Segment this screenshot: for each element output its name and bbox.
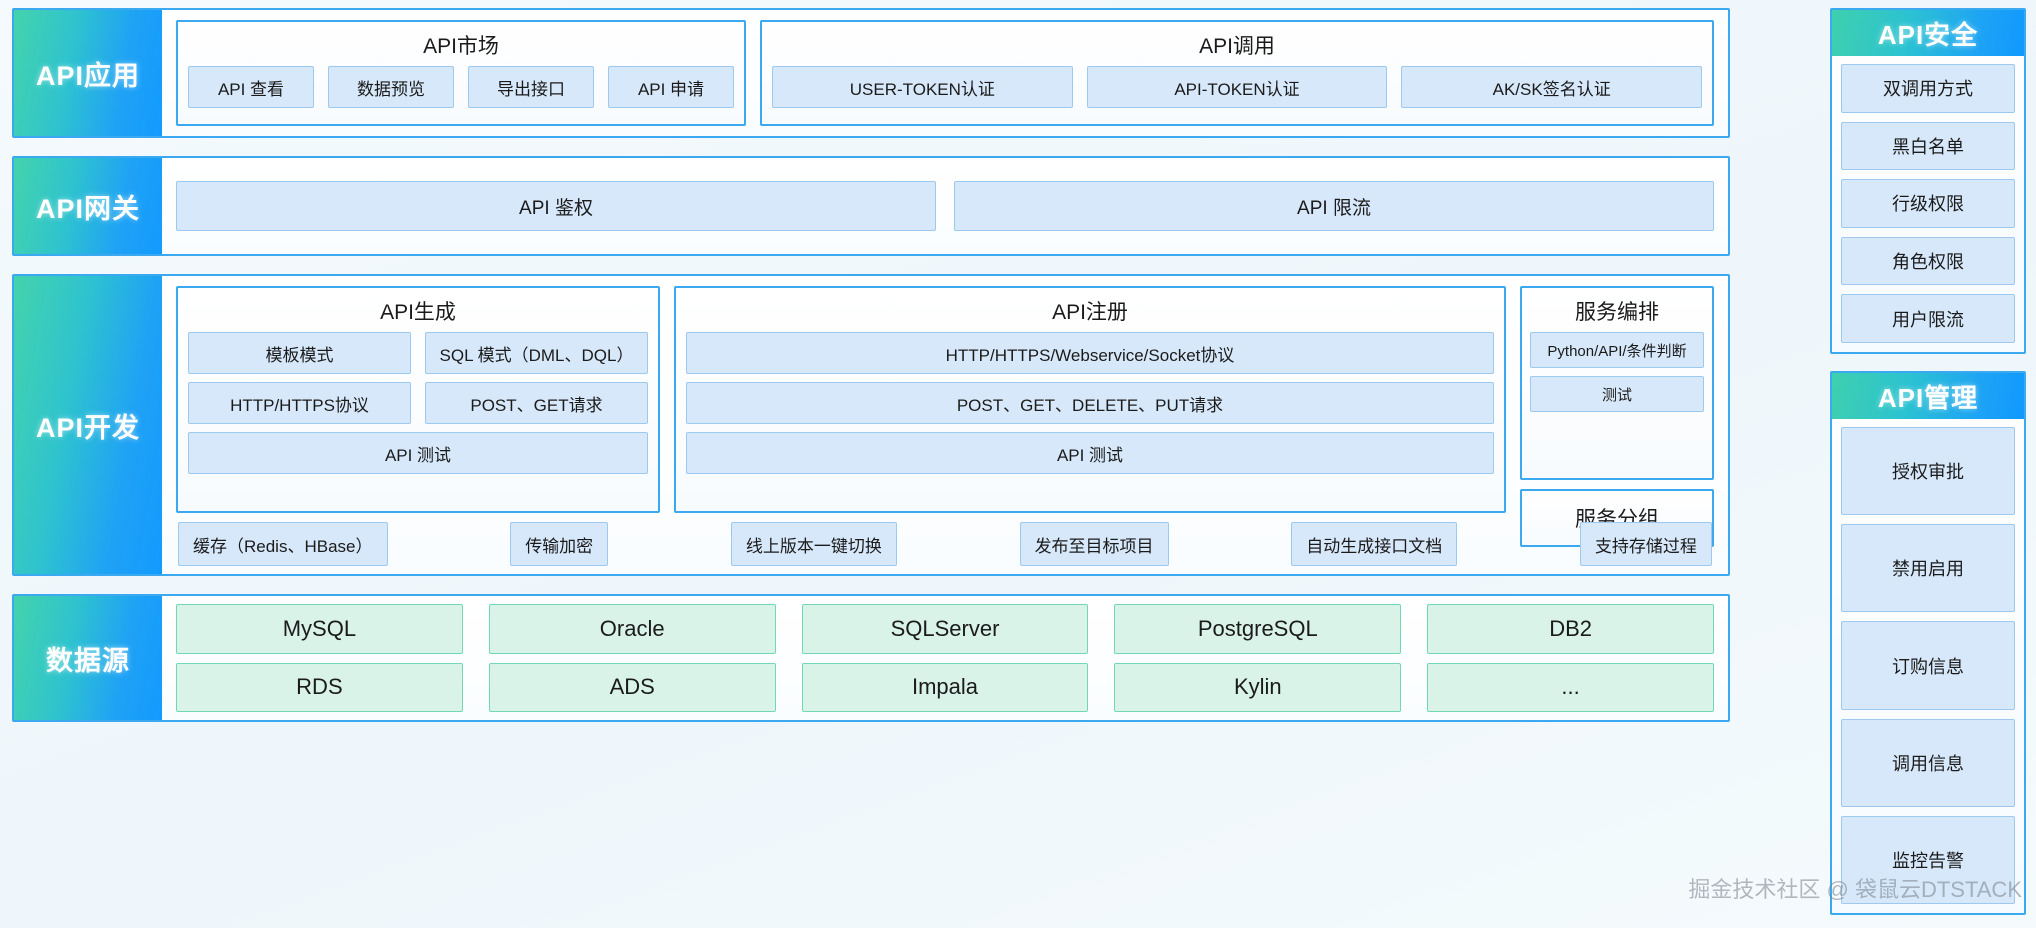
chip-monitor-alert[interactable]: 监控告警 [1841,815,2015,905]
chip-export-api[interactable]: 导出接口 [468,66,594,108]
chip-auto-api-doc[interactable]: 自动生成接口文档 [1291,522,1458,566]
chip-template-mode[interactable]: 模板模式 [188,332,411,374]
chip-user-throttle[interactable]: 用户限流 [1841,294,2015,343]
chip-row-level-permission[interactable]: 行级权限 [1841,179,2015,228]
chip-crud-request[interactable]: POST、GET、DELETE、PUT请求 [686,382,1494,424]
chip-http-https-protocol[interactable]: HTTP/HTTPS协议 [188,382,411,424]
chip-authorization-approval[interactable]: 授权审批 [1841,427,2015,516]
layer-api-gateway: API网关 API 鉴权 API 限流 [12,156,1730,256]
group-api-market: API市场 API 查看 数据预览 导出接口 API 申请 [176,20,746,126]
chip-python-api-condition[interactable]: Python/API/条件判断 [1530,332,1704,368]
chip-publish-project[interactable]: 发布至目标项目 [1019,522,1169,566]
sidebar: API安全 双调用方式 黑白名单 行级权限 角色权限 用户限流 API管理 授权… [1830,8,2026,920]
chip-dual-invoke-mode[interactable]: 双调用方式 [1841,64,2015,113]
layer-data-source: 数据源 MySQL Oracle SQLServer PostgreSQL DB… [12,594,1730,722]
panel-body-api-security: 双调用方式 黑白名单 行级权限 角色权限 用户限流 [1832,56,2024,352]
chip-data-preview[interactable]: 数据预览 [328,66,454,108]
layer-body-data-source: MySQL Oracle SQLServer PostgreSQL DB2 RD… [162,596,1728,720]
layer-stack: API应用 API市场 API 查看 数据预览 导出接口 API 申请 API调 [12,8,1730,920]
layer-body-api-gateway: API 鉴权 API 限流 [162,158,1728,254]
group-api-registration: API注册 HTTP/HTTPS/Webservice/Socket协议 POS… [674,286,1506,513]
panel-api-security: API安全 双调用方式 黑白名单 行级权限 角色权限 用户限流 [1830,8,2026,354]
chip-black-white-list[interactable]: 黑白名单 [1841,121,2015,171]
chip-disable-enable[interactable]: 禁用启用 [1841,524,2015,613]
chip-role-permission[interactable]: 角色权限 [1841,236,2015,286]
chip-invocation-info[interactable]: 调用信息 [1841,718,2015,807]
chip-api-token-auth[interactable]: API-TOKEN认证 [1086,66,1388,108]
chip-post-get-request[interactable]: POST、GET请求 [425,382,648,424]
chip-api-view[interactable]: API 查看 [188,66,314,108]
chip-row: HTTP/HTTPS/Webservice/Socket协议 [686,332,1494,374]
chip-multi-protocol[interactable]: HTTP/HTTPS/Webservice/Socket协议 [686,332,1494,374]
orchestration-column: 服务编排 Python/API/条件判断 测试 服务分组 [1520,286,1714,547]
dev-groups: API生成 模板模式 SQL 模式（DML、DQL） HTTP/HTTPS协议 … [176,286,1714,547]
chip-row: 模板模式 SQL 模式（DML、DQL） [188,332,648,374]
chip-row: API 测试 [188,432,648,474]
group-title-api-invoke: API调用 [1199,35,1275,58]
chip-row: API 测试 [686,432,1494,474]
chip-row: HTTP/HTTPS协议 POST、GET请求 [188,382,648,424]
chip-api-test-generation[interactable]: API 测试 [188,432,648,474]
group-service-orchestration: 服务编排 Python/API/条件判断 测试 [1520,286,1714,480]
group-rows-api-invoke: USER-TOKEN认证 API-TOKEN认证 AK/SK签名认证 [772,66,1703,115]
data-source-grid: MySQL Oracle SQLServer PostgreSQL DB2 RD… [176,604,1714,712]
chip-api-apply[interactable]: API 申请 [608,66,734,108]
dev-feature-row: 缓存（Redis、HBase） 传输加密 线上版本一键切换 发布至目标项目 自动… [176,513,1714,566]
panel-api-management: API管理 授权审批 禁用启用 订购信息 调用信息 监控告警 [1830,371,2026,915]
chip-sql-mode[interactable]: SQL 模式（DML、DQL） [425,332,648,374]
chip-sqlserver[interactable]: SQLServer [801,604,1089,654]
panel-body-api-management: 授权审批 禁用启用 订购信息 调用信息 监控告警 [1832,419,2024,913]
chip-row: API 查看 数据预览 导出接口 API 申请 [188,66,734,108]
chip-kylin[interactable]: Kylin [1114,662,1402,712]
group-title-api-market: API市场 [423,35,499,58]
layer-api-application: API应用 API市场 API 查看 数据预览 导出接口 API 申请 API调 [12,8,1730,138]
group-title-api-generation: API生成 [380,301,456,324]
chip-cache[interactable]: 缓存（Redis、HBase） [178,522,388,566]
chip-row: Python/API/条件判断 [1530,332,1704,368]
chip-aksk-sign-auth[interactable]: AK/SK签名认证 [1401,66,1703,108]
chip-impala[interactable]: Impala [801,662,1089,712]
chip-subscription-info[interactable]: 订购信息 [1841,621,2015,710]
group-api-invoke: API调用 USER-TOKEN认证 API-TOKEN认证 AK/SK签名认证 [760,20,1714,126]
layer-label-api-application: API应用 [14,10,162,136]
group-rows-service-orchestration: Python/API/条件判断 测试 [1530,332,1704,470]
chip-mysql[interactable]: MySQL [176,604,463,654]
panel-title-api-management: API管理 [1832,373,2024,419]
layer-body-api-development: API生成 模板模式 SQL 模式（DML、DQL） HTTP/HTTPS协议 … [162,276,1728,574]
panel-title-api-security: API安全 [1832,10,2024,56]
group-rows-api-registration: HTTP/HTTPS/Webservice/Socket协议 POST、GET、… [686,332,1494,502]
chip-orchestration-test[interactable]: 测试 [1530,376,1704,412]
group-title-api-registration: API注册 [1052,301,1128,324]
chip-more[interactable]: ... [1427,662,1714,712]
chip-row: USER-TOKEN认证 API-TOKEN认证 AK/SK签名认证 [772,66,1703,108]
chip-api-throttle[interactable]: API 限流 [954,181,1714,231]
group-api-generation: API生成 模板模式 SQL 模式（DML、DQL） HTTP/HTTPS协议 … [176,286,660,513]
group-title-service-orchestration: 服务编排 [1575,301,1659,324]
chip-transfer-encrypt[interactable]: 传输加密 [510,522,609,566]
chip-row: 测试 [1530,376,1704,412]
layer-api-development: API开发 API生成 模板模式 SQL 模式（DML、DQL） HTTP/HT… [12,274,1730,576]
chip-api-auth[interactable]: API 鉴权 [176,181,936,231]
chip-postgresql[interactable]: PostgreSQL [1114,604,1402,654]
chip-ads[interactable]: ADS [488,662,776,712]
layer-label-api-development: API开发 [14,276,162,574]
layer-body-api-application: API市场 API 查看 数据预览 导出接口 API 申请 API调用 [162,10,1728,136]
group-rows-api-market: API 查看 数据预览 导出接口 API 申请 [188,66,734,115]
chip-version-switch[interactable]: 线上版本一键切换 [730,522,897,566]
chip-stored-procedure[interactable]: 支持存储过程 [1579,522,1712,566]
chip-api-test-registration[interactable]: API 测试 [686,432,1494,474]
layer-label-data-source: 数据源 [14,596,162,720]
chip-user-token-auth[interactable]: USER-TOKEN认证 [772,66,1073,108]
chip-db2[interactable]: DB2 [1427,604,1714,654]
chip-oracle[interactable]: Oracle [488,604,776,654]
group-rows-api-generation: 模板模式 SQL 模式（DML、DQL） HTTP/HTTPS协议 POST、G… [188,332,648,502]
layer-label-api-gateway: API网关 [14,158,162,254]
chip-rds[interactable]: RDS [176,662,463,712]
chip-row: POST、GET、DELETE、PUT请求 [686,382,1494,424]
